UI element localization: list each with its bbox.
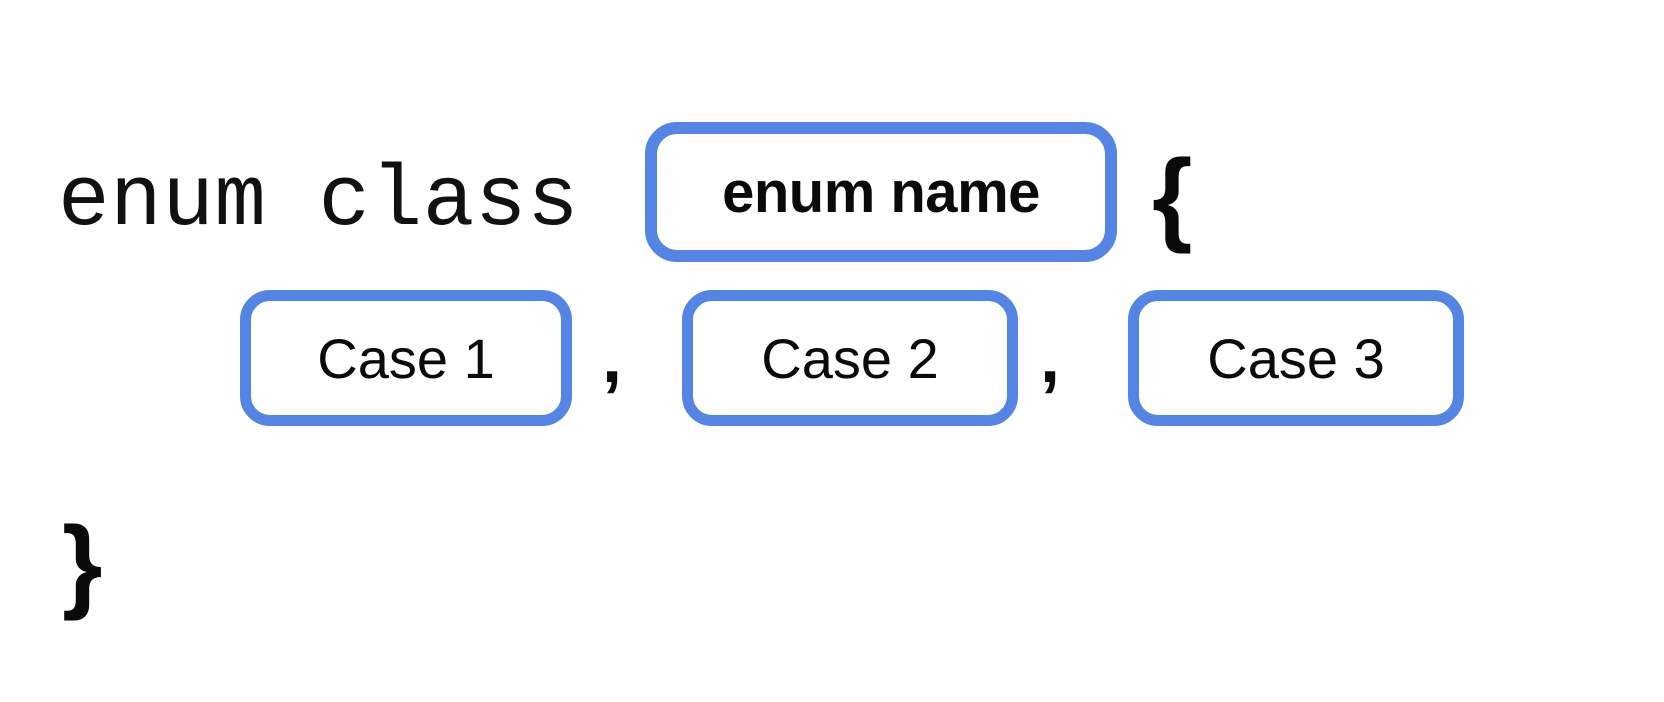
case-separator-1: , <box>602 318 623 398</box>
open-brace: { <box>1152 139 1193 255</box>
case-slot-1[interactable]: Case 1 <box>240 290 572 426</box>
case-slot-3-label: Case 3 <box>1207 326 1385 390</box>
case-separator-2: , <box>1040 318 1061 398</box>
enum-name-slot[interactable]: enum name <box>645 122 1117 262</box>
close-brace: } <box>62 506 103 622</box>
case-slot-2-label: Case 2 <box>761 326 939 390</box>
enum-class-keyword: enum class <box>58 152 580 250</box>
case-slot-1-label: Case 1 <box>317 326 495 390</box>
case-slot-2[interactable]: Case 2 <box>682 290 1018 426</box>
enum-name-slot-label: enum name <box>722 159 1040 225</box>
case-slot-3[interactable]: Case 3 <box>1128 290 1464 426</box>
